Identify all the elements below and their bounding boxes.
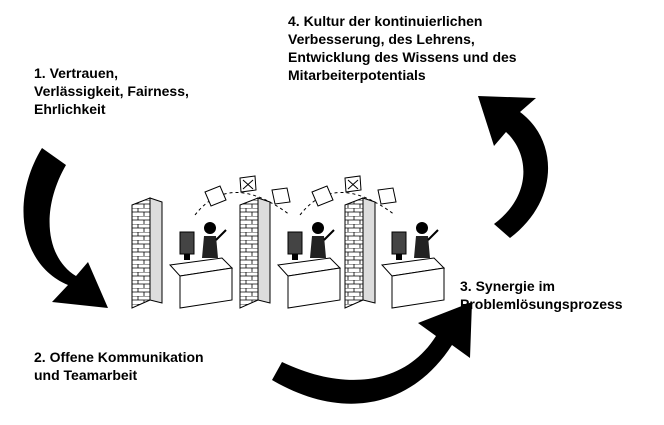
step1-line: Verlässigkeit, Fairness,: [34, 83, 189, 99]
workstation: [276, 222, 342, 309]
step4-line: Mitarbeiterpotentials: [288, 67, 426, 83]
step4-line: Verbesserung, des Lehrens,: [288, 31, 475, 47]
step2-label: 2. Offene Kommunikation und Teamarbeit: [34, 348, 204, 384]
step3-line: Problemlösungsprozess: [460, 296, 623, 312]
step2-line: 2. Offene Kommunikation: [34, 349, 204, 365]
step3-line: 3. Synergie im: [460, 278, 555, 294]
thrown-papers: [194, 175, 397, 216]
brick-wall: [344, 197, 376, 309]
step1-line: Ehrlichkeit: [34, 101, 106, 117]
step3-label: 3. Synergie im Problemlösungsprozess: [460, 277, 623, 313]
workstation: [168, 222, 234, 309]
brick-wall: [131, 197, 163, 309]
step4-label: 4. Kultur der kontinuierlichen Verbesser…: [288, 12, 517, 84]
arrow-step3-to-step4: [478, 96, 549, 238]
isolated-departments-illustration: [131, 175, 446, 309]
step2-line: und Teamarbeit: [34, 367, 138, 383]
workstation: [380, 222, 446, 309]
arrow-step1-to-step2: [23, 148, 108, 308]
arrow-step2-to-step3: [272, 302, 472, 404]
step4-line: 4. Kultur der kontinuierlichen: [288, 13, 483, 29]
step1-label: 1. Vertrauen, Verlässigkeit, Fairness, E…: [34, 64, 189, 118]
step1-line: 1. Vertrauen,: [34, 65, 119, 81]
step4-line: Entwicklung des Wissens und des: [288, 49, 517, 65]
brick-wall: [239, 197, 271, 309]
